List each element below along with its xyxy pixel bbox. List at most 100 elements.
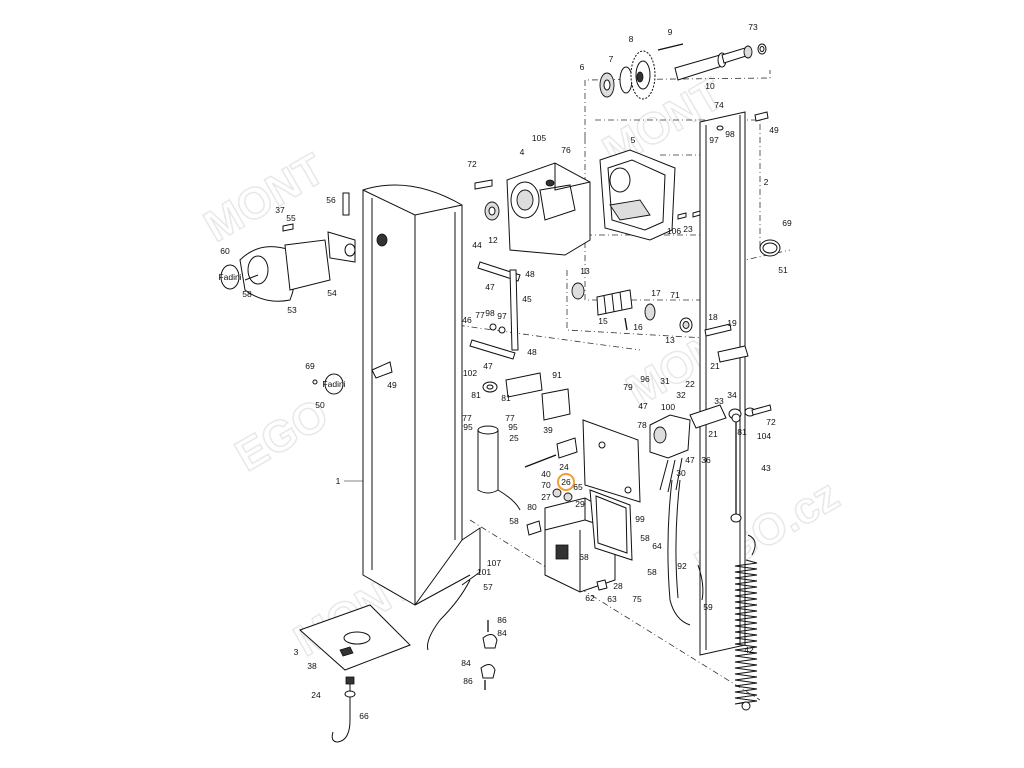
part-number-callout[interactable]: 64 [652, 541, 662, 551]
part-number-callout[interactable]: 105 [532, 133, 546, 143]
part-number-callout[interactable]: 78 [637, 420, 647, 430]
part-number-callout[interactable]: 8 [629, 34, 634, 44]
part-number-callout[interactable]: 58 [242, 289, 252, 299]
part-number-callout[interactable]: 46 [462, 315, 472, 325]
part-number-callout[interactable]: 12 [488, 235, 498, 245]
part-number-callout[interactable]: 45 [522, 294, 532, 304]
part-number-callout[interactable]: 66 [359, 711, 369, 721]
part-number-callout[interactable]: 84 [461, 658, 471, 668]
part-number-callout[interactable]: 6 [580, 62, 585, 72]
part-number-callout[interactable]: 68 [579, 552, 589, 562]
part-number-callout[interactable]: 27 [541, 492, 551, 502]
part-number-callout[interactable]: 77 [505, 413, 515, 423]
part-number-callout[interactable]: 1 [336, 476, 341, 486]
part-number-callout[interactable]: 50 [315, 400, 325, 410]
part-number-callout[interactable]: 69 [305, 361, 315, 371]
part-number-callout[interactable]: 81 [737, 427, 747, 437]
part-number-callout[interactable]: 99 [635, 514, 645, 524]
part-number-callout[interactable]: 62 [585, 593, 595, 603]
part-number-callout[interactable]: 48 [527, 347, 537, 357]
part-number-callout[interactable]: 5 [631, 135, 636, 145]
part-number-callout[interactable]: 40 [541, 469, 551, 479]
part-number-callout[interactable]: 3 [294, 647, 299, 657]
part-number-callout[interactable]: 107 [487, 558, 501, 568]
part-number-callout[interactable]: 7 [609, 54, 614, 64]
part-number-callout[interactable]: 86 [463, 676, 473, 686]
part-number-callout[interactable]: 4 [520, 147, 525, 157]
part-number-callout[interactable]: 91 [552, 370, 562, 380]
part-number-callout[interactable]: 25 [509, 433, 519, 443]
part-number-callout[interactable]: 13 [665, 335, 675, 345]
part-number-callout[interactable]: 69 [782, 218, 792, 228]
part-number-callout[interactable]: 92 [677, 561, 687, 571]
part-number-callout[interactable]: 18 [708, 312, 718, 322]
part-number-callout[interactable]: 51 [778, 265, 788, 275]
part-number-callout[interactable]: 98 [725, 129, 735, 139]
part-number-callout[interactable]: 56 [326, 195, 336, 205]
part-number-callout[interactable]: 15 [598, 316, 608, 326]
part-number-callout[interactable]: 59 [703, 602, 713, 612]
part-number-callout[interactable]: 43 [761, 463, 771, 473]
part-number-callout[interactable]: 77 [475, 310, 485, 320]
part-number-callout[interactable]: 102 [463, 368, 477, 378]
part-number-callout[interactable]: 80 [527, 502, 537, 512]
part-number-callout[interactable]: 101 [477, 567, 491, 577]
part-number-callout[interactable]: 95 [508, 422, 518, 432]
part-number-callout[interactable]: 70 [541, 480, 551, 490]
part-number-callout[interactable]: 24 [559, 462, 569, 472]
part-number-callout[interactable]: 58 [640, 533, 650, 543]
part-number-callout[interactable]: 21 [708, 429, 718, 439]
part-number-callout[interactable]: 47 [485, 282, 495, 292]
part-number-callout[interactable]: 76 [561, 145, 571, 155]
part-number-callout[interactable]: 32 [676, 390, 686, 400]
part-number-callout[interactable]: 48 [525, 269, 535, 279]
part-number-callout[interactable]: 9 [668, 27, 673, 37]
part-number-callout[interactable]: 47 [638, 401, 648, 411]
part-number-callout[interactable]: 47 [685, 455, 695, 465]
part-number-callout[interactable]: 81 [471, 390, 481, 400]
part-number-callout[interactable]: 63 [607, 594, 617, 604]
part-number-callout[interactable]: 55 [286, 213, 296, 223]
part-number-callout[interactable]: 95 [463, 422, 473, 432]
part-number-callout[interactable]: 49 [387, 380, 397, 390]
part-number-callout[interactable]: 53 [287, 305, 297, 315]
part-number-callout[interactable]: 97 [709, 135, 719, 145]
part-number-callout[interactable]: 72 [467, 159, 477, 169]
part-number-callout[interactable]: 65 [573, 482, 583, 492]
part-number-callout[interactable]: 57 [483, 582, 493, 592]
part-number-callout[interactable]: 84 [497, 628, 507, 638]
part-number-callout[interactable]: 33 [714, 396, 724, 406]
part-number-callout[interactable]: 97 [497, 311, 507, 321]
part-number-callout[interactable]: 49 [769, 125, 779, 135]
part-number-callout[interactable]: 77 [462, 413, 472, 423]
part-number-callout[interactable]: 100 [661, 402, 675, 412]
part-number-callout[interactable]: 22 [685, 379, 695, 389]
part-number-callout[interactable]: 86 [497, 615, 507, 625]
part-number-callout[interactable]: 96 [640, 374, 650, 384]
part-number-callout[interactable]: 34 [727, 390, 737, 400]
part-number-callout[interactable]: 17 [651, 288, 661, 298]
part-number-callout[interactable]: 39 [543, 425, 553, 435]
part-number-callout[interactable]: 54 [327, 288, 337, 298]
part-number-callout[interactable]: 71 [670, 290, 680, 300]
part-number-callout[interactable]: 10 [705, 81, 715, 91]
part-number-callout[interactable]: 28 [613, 581, 623, 591]
part-number-callout[interactable]: 2 [764, 177, 769, 187]
part-number-callout[interactable]: 74 [714, 100, 724, 110]
part-number-callout[interactable]: 19 [727, 318, 737, 328]
part-number-callout[interactable]: 106 [667, 226, 681, 236]
part-number-callout[interactable]: 73 [748, 22, 758, 32]
part-number-callout[interactable]: 29 [575, 499, 585, 509]
part-number-callout[interactable]: 37 [275, 205, 285, 215]
part-number-callout[interactable]: 81 [501, 393, 511, 403]
part-number-callout[interactable]: 23 [683, 224, 693, 234]
part-number-callout[interactable]: 16 [633, 322, 643, 332]
part-number-callout[interactable]: 104 [757, 431, 771, 441]
part-number-callout[interactable]: 38 [307, 661, 317, 671]
part-number-callout[interactable]: 75 [632, 594, 642, 604]
part-number-callout[interactable]: 21 [710, 361, 720, 371]
part-number-callout[interactable]: 72 [766, 417, 776, 427]
part-number-callout[interactable]: 31 [660, 376, 670, 386]
part-number-callout[interactable]: 58 [509, 516, 519, 526]
part-number-callout[interactable]: 58 [647, 567, 657, 577]
